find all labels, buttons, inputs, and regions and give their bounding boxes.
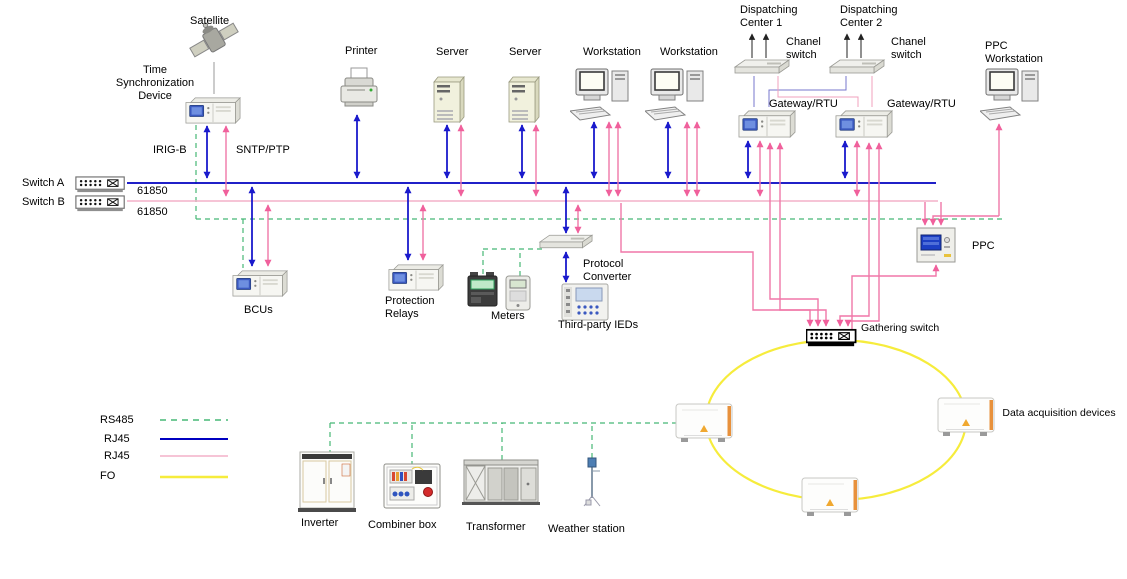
protocol-converter-label: Protocol Converter	[583, 258, 632, 283]
printer-label: Printer	[345, 45, 378, 57]
third-party-ied-icon	[561, 283, 609, 321]
irig-b-label: IRIG-B	[153, 144, 187, 156]
server-1-icon	[433, 76, 465, 123]
workstation-1-label: Workstation	[583, 46, 641, 58]
ppc-workstation-icon	[980, 68, 1039, 121]
bcu-icon	[232, 270, 288, 297]
meter-2-icon	[505, 275, 531, 311]
data-acquisition-device-icon	[937, 397, 995, 437]
iec61850-b-label: 61850	[137, 206, 168, 218]
legend-rj45-blue-label: RJ45	[104, 433, 130, 445]
ppc-workstation-label: PPC Workstation	[985, 40, 1043, 65]
gateway-rtu-1-icon	[738, 110, 796, 138]
gateway-rtu-1-label: Gateway/RTU	[769, 98, 838, 110]
rs485-links	[195, 125, 1003, 466]
switch-b-label: Switch B	[22, 196, 65, 208]
server-2-icon	[508, 76, 540, 123]
dispatching-center-2-label: Dispatching Center 2	[840, 4, 898, 29]
rj45-blue-links	[203, 114, 849, 283]
fo-ring	[704, 338, 968, 502]
dispatching-center-1-label: Dispatching Center 1	[740, 4, 798, 29]
ring-inverter-bottom-icon	[801, 477, 859, 517]
data-acquisition-devices-label: Data acquisition devices	[1002, 407, 1116, 419]
chanel-switch-2-label: Chanel switch	[891, 36, 926, 61]
switch-a-label: Switch A	[22, 177, 65, 189]
transformer-label: Transformer	[466, 521, 526, 533]
switch-gateway-links	[753, 76, 873, 107]
transformer-icon	[462, 459, 540, 505]
combiner-box-icon	[383, 463, 441, 509]
ring-inverter-left-icon	[675, 403, 733, 443]
combiner-box-label: Combiner box	[368, 519, 437, 531]
meter-1-icon	[467, 272, 498, 307]
iec61850-a-label: 61850	[137, 185, 168, 197]
protocol-converter-icon	[539, 234, 593, 249]
workstation-2-label: Workstation	[660, 46, 718, 58]
meters-label: Meters	[491, 310, 525, 322]
workstation-1-icon	[570, 68, 629, 121]
gateway-rtu-2-icon	[835, 110, 893, 138]
protection-relay-icon	[388, 264, 444, 291]
inverter-cabinet-icon	[298, 451, 356, 512]
ppc-label: PPC	[972, 240, 995, 252]
switch-a-icon	[75, 176, 125, 193]
workstation-2-icon	[645, 68, 704, 121]
chanel-switch-1-icon	[734, 59, 790, 74]
satellite-icon	[189, 22, 239, 58]
ppc-controller-icon	[916, 227, 956, 263]
third-party-ieds-label: Third-party IEDs	[558, 319, 639, 331]
legend-fo-label: FO	[100, 470, 116, 482]
chanel-switch-2-icon	[829, 59, 885, 74]
bcus-label: BCUs	[244, 304, 273, 316]
gathering-switch-label: Gathering switch	[861, 322, 940, 334]
printer-icon	[340, 67, 378, 107]
weather-station-icon	[583, 457, 601, 507]
protection-relays-label: Protection Relays	[385, 295, 435, 320]
rj45-pink-links	[222, 121, 861, 267]
server-1-label: Server	[436, 46, 469, 58]
sntp-ptp-label: SNTP/PTP	[236, 144, 290, 156]
gathering-switch-icon	[806, 328, 857, 348]
gateway-rtu-2-label: Gateway/RTU	[887, 98, 956, 110]
legend-rs485-label: RS485	[100, 414, 134, 426]
switch-b-icon	[75, 195, 125, 212]
dispatch-uplink-arrows	[748, 33, 865, 58]
chanel-switch-1-label: Chanel switch	[786, 36, 821, 61]
legend-line-samples	[160, 419, 228, 479]
weather-station-label: Weather station	[548, 523, 625, 535]
legend-rj45-pink-label: RJ45	[104, 450, 130, 462]
server-2-label: Server	[509, 46, 542, 58]
time-sync-label: Time Synchronization Device	[115, 64, 195, 102]
satellite-label: Satellite	[190, 15, 230, 27]
inverter-label: Inverter	[301, 517, 339, 529]
pink-routed-links	[620, 123, 1003, 329]
